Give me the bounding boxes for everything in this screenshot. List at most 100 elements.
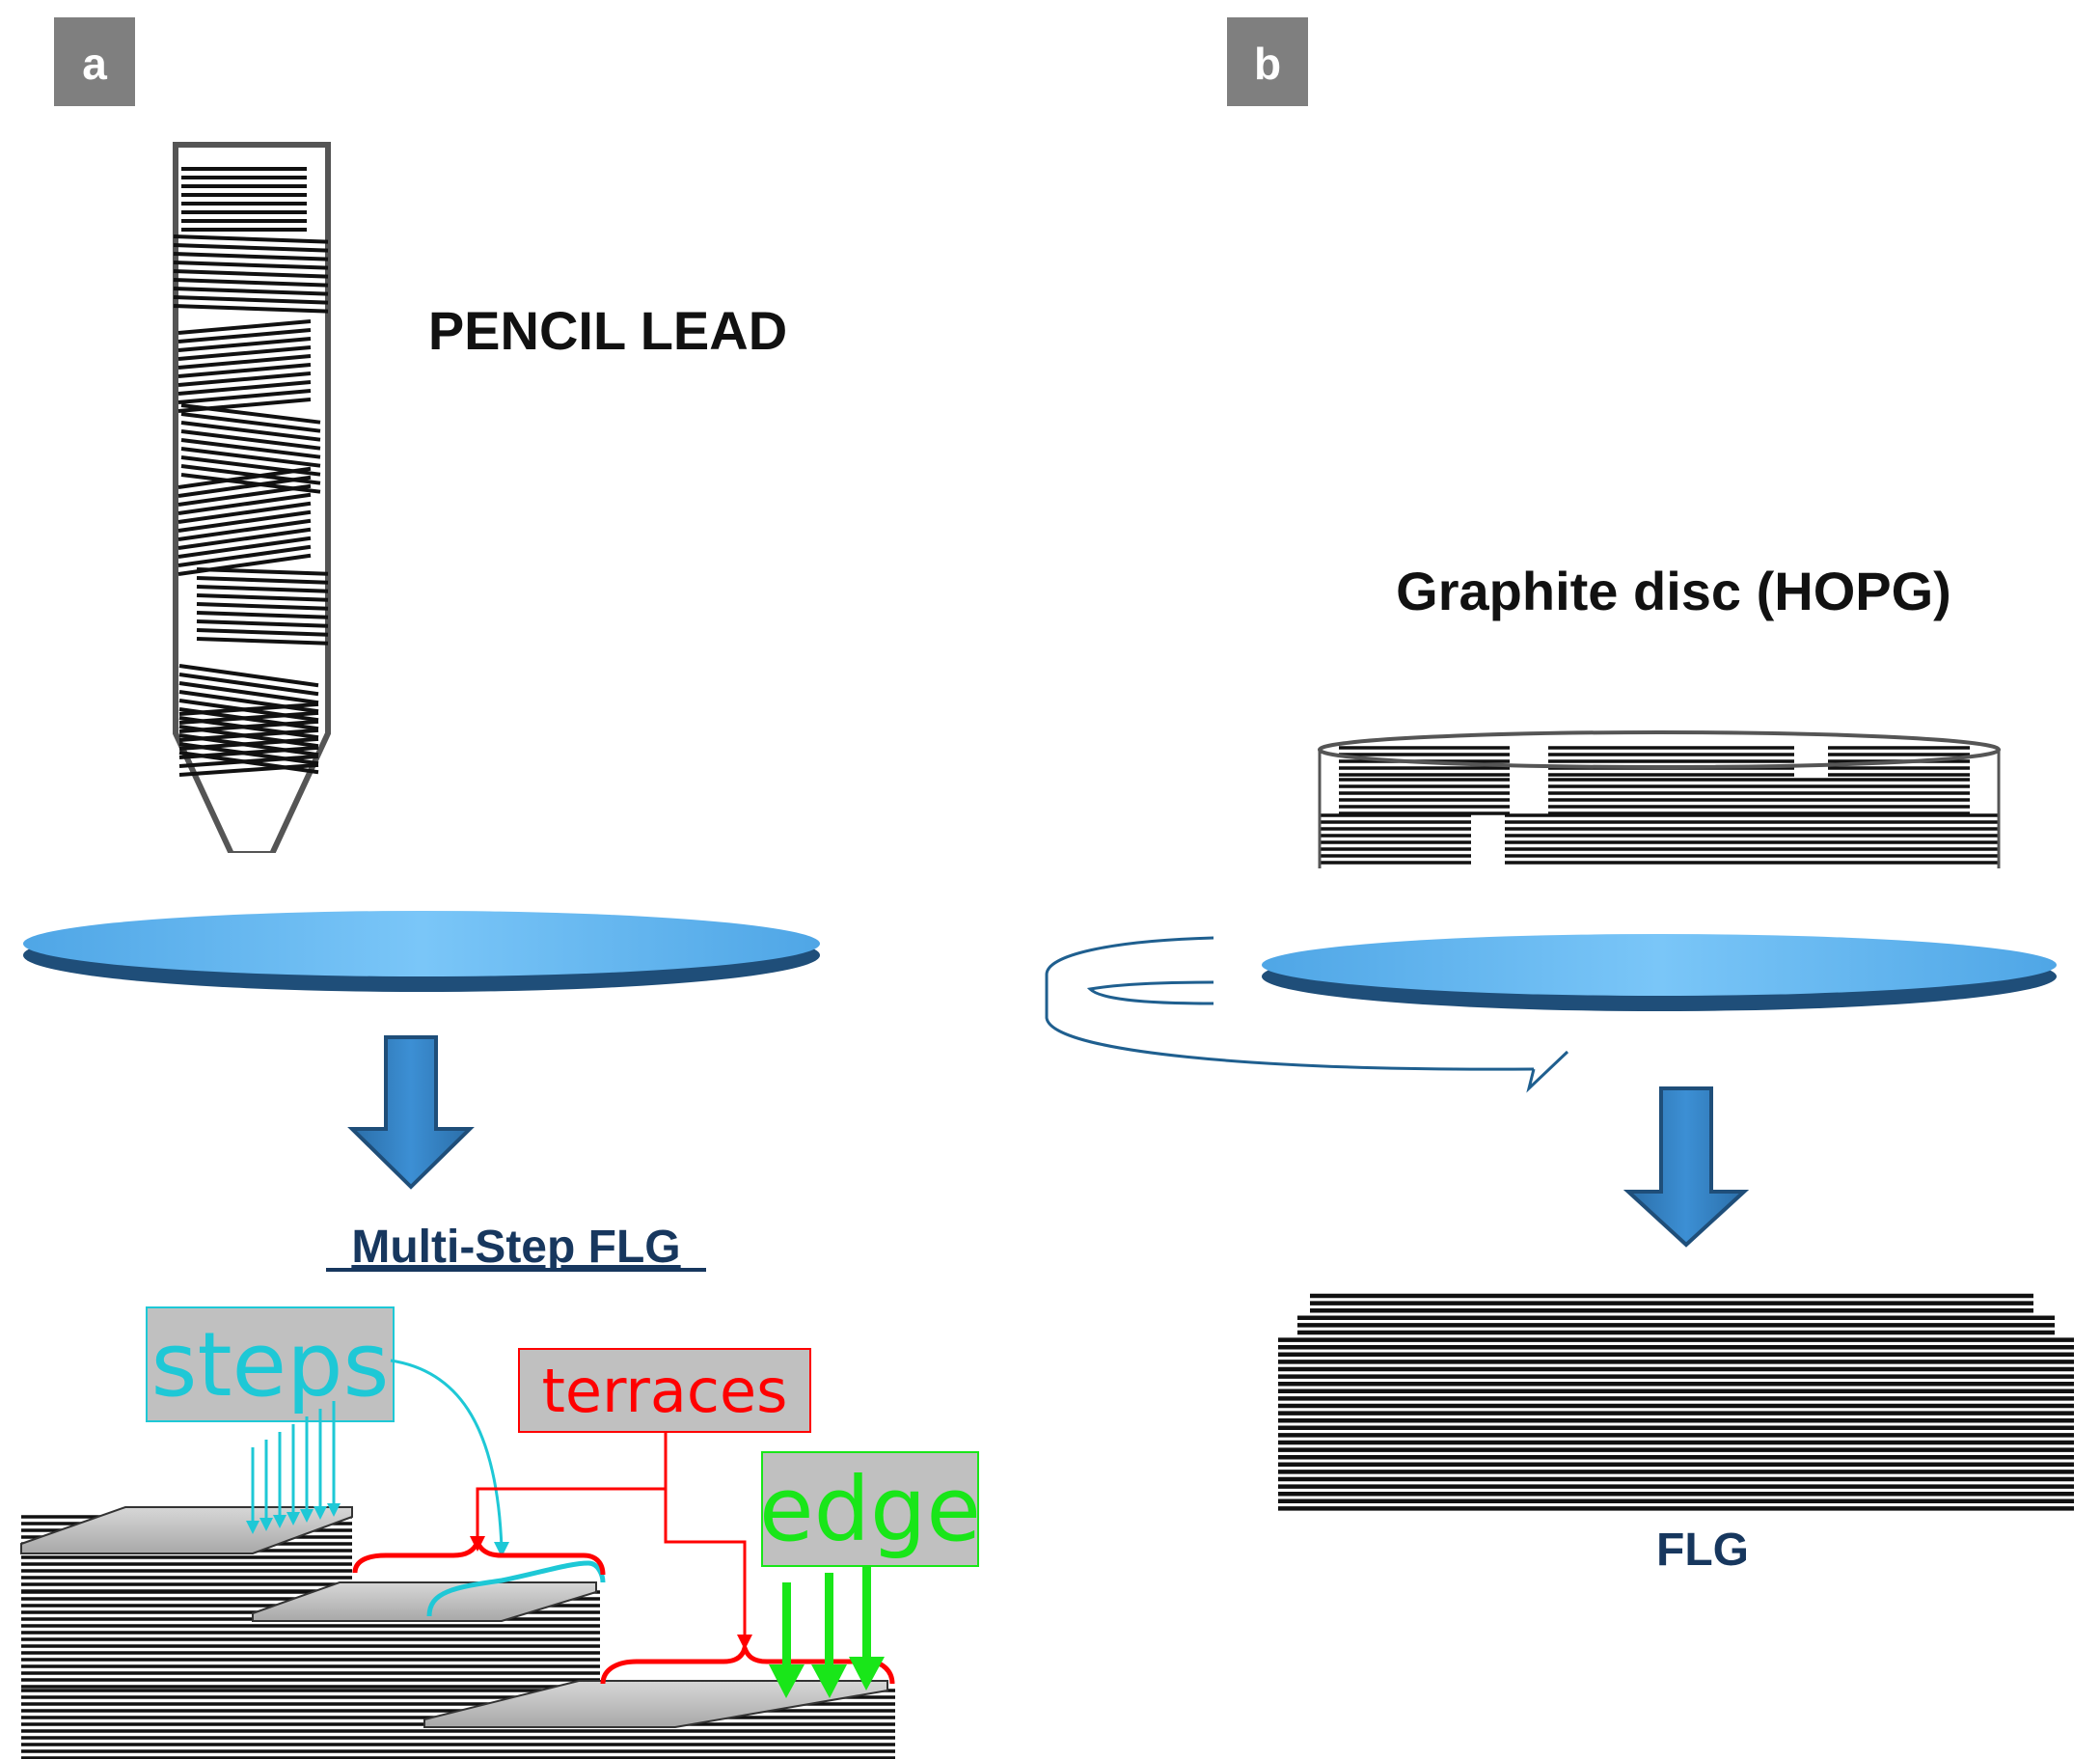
terraces-brace-upper xyxy=(352,1534,606,1576)
pencil-lead-label: PENCIL LEAD xyxy=(428,300,787,361)
terraces-connector-lower xyxy=(664,1489,747,1642)
edge-arrow-2-shaft xyxy=(825,1573,833,1664)
pencil-grain-line xyxy=(196,567,329,576)
steps-arrow-head xyxy=(246,1521,259,1534)
substrate-a-top xyxy=(23,911,820,976)
pencil-grain-line xyxy=(178,762,319,777)
pencil-grain-line xyxy=(178,710,319,725)
panel-tag-a-text: a xyxy=(82,39,107,89)
steps-arrow-head xyxy=(286,1512,300,1525)
pencil-grain-line xyxy=(196,602,329,611)
pencil-grain-line xyxy=(196,628,329,637)
pencil-grain-line xyxy=(173,269,329,279)
terraces-connector-upper xyxy=(476,1432,668,1544)
pencil-grain-line xyxy=(177,363,312,378)
hopg-label: Graphite disc (HOPG) xyxy=(1396,561,1951,621)
pencil-grain-line xyxy=(173,243,329,253)
pencil-grain-line xyxy=(178,673,319,697)
pencil-grain-line xyxy=(173,252,329,261)
steps-brace xyxy=(426,1560,606,1617)
rotation-arrow-head xyxy=(1526,1050,1569,1093)
steps-arrow-head xyxy=(300,1509,314,1523)
pencil-grain-line xyxy=(196,593,329,602)
hopg-layers xyxy=(1320,746,1999,865)
pencil-grain-line xyxy=(178,736,319,751)
edge-arrow-1-shaft xyxy=(782,1582,791,1664)
pencil-grain-line xyxy=(178,754,319,768)
rotation-arrow-outer xyxy=(1045,936,1535,1071)
pencil-grain-line xyxy=(180,429,321,451)
pencil-grain-line xyxy=(196,576,329,585)
edge-arrow-3-head xyxy=(849,1657,885,1690)
pencil-graphite-grains xyxy=(173,167,329,777)
steps-arrow-head xyxy=(259,1518,273,1531)
rotation-arrow xyxy=(1045,936,1569,1093)
pencil-grain-line xyxy=(196,585,329,593)
terrace-bottom xyxy=(423,1680,888,1728)
flg-stack-b xyxy=(1278,1293,2074,1511)
substrate-b xyxy=(1262,934,2057,1011)
panel-a: a PENCIL LEAD Multi-Step FLG xyxy=(20,17,981,1759)
panel-tag-a-bg xyxy=(54,17,135,106)
pencil-grain-line xyxy=(178,719,319,733)
steps-arrow-head xyxy=(327,1503,341,1517)
terrace-middle xyxy=(252,1581,597,1622)
panel-tag-a: a xyxy=(54,17,135,106)
pencil-lead xyxy=(173,142,331,863)
pencil-grain-line xyxy=(177,466,312,489)
pencil-grain-line xyxy=(178,728,319,742)
pencil-grain-line xyxy=(177,527,312,550)
panel-b: b Graphite disc (HOPG) FLG xyxy=(1045,17,2074,1576)
pencil-grain-line xyxy=(177,345,312,361)
terraces-brace-lower xyxy=(600,1639,895,1685)
edge-annotation: edge xyxy=(759,1451,981,1698)
rotation-arrow-inner xyxy=(1086,980,1214,1005)
pencil-grain-line xyxy=(196,637,329,646)
pencil-grain-line xyxy=(177,371,312,387)
edge-arrow-3-shaft xyxy=(862,1565,871,1657)
pencil-grain-line xyxy=(178,701,319,716)
pencil-grain-line xyxy=(173,287,329,296)
down-arrow-b-shape xyxy=(1623,1086,1750,1248)
pencil-grain-line xyxy=(180,447,321,468)
pencil-grain-line xyxy=(177,509,312,533)
pencil-grain-line xyxy=(173,261,329,270)
steps-connector xyxy=(390,1359,504,1550)
pencil-grain-line xyxy=(173,234,329,244)
substrate-b-top xyxy=(1262,934,2057,996)
pencil-grain-line xyxy=(177,483,312,507)
flg-label: FLG xyxy=(1656,1525,1749,1576)
pencil-grain-line xyxy=(178,745,319,759)
pencil-grain-line xyxy=(196,619,329,628)
pencil-grain-line xyxy=(180,403,321,425)
steps-label: steps xyxy=(151,1313,390,1416)
pencil-grain-line xyxy=(177,319,312,335)
down-arrow-a xyxy=(347,1035,475,1190)
panel-tag-b-bg xyxy=(1227,17,1308,106)
pencil-grain-line xyxy=(180,438,321,459)
pencil-grain-line xyxy=(178,690,319,714)
multi-step-flg-label: Multi-Step FLG xyxy=(351,1222,680,1273)
pencil-grain-line xyxy=(196,611,329,619)
terraces-label: terraces xyxy=(542,1356,788,1426)
pencil-grain-line xyxy=(177,354,312,370)
pencil-grain-line xyxy=(173,278,329,288)
panel-tag-b: b xyxy=(1227,17,1308,106)
edge-arrows xyxy=(769,1565,885,1698)
terraces-annotation: terraces xyxy=(352,1348,895,1685)
steps-connector-arrowhead xyxy=(494,1542,509,1557)
pencil-grain-line xyxy=(178,681,319,705)
pencil-grain-line xyxy=(173,295,329,305)
edge-arrow-1-head xyxy=(769,1664,805,1698)
pencil-grain-line xyxy=(177,328,312,344)
pencil-grain-line xyxy=(177,389,312,404)
substrate-a xyxy=(23,911,820,992)
multi-step-flg-stack xyxy=(20,1506,895,1759)
pencil-grain-line xyxy=(177,380,312,396)
down-arrow-b xyxy=(1623,1086,1750,1248)
pencil-grain-line xyxy=(177,501,312,524)
steps-annotation: steps xyxy=(146,1306,606,1617)
steps-arrows xyxy=(246,1401,341,1534)
pencil-grain-line xyxy=(177,544,312,567)
